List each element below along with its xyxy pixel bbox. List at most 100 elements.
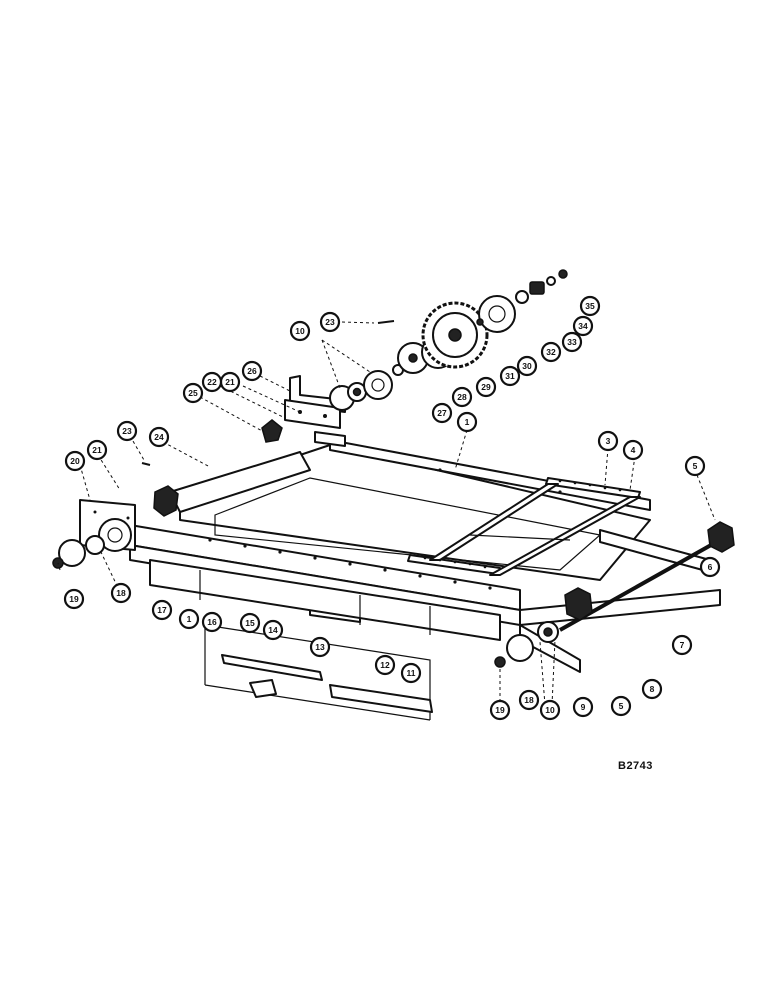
svg-text:19: 19 <box>69 594 79 604</box>
svg-text:10: 10 <box>295 326 305 336</box>
svg-text:18: 18 <box>116 588 126 598</box>
svg-text:35: 35 <box>585 301 595 311</box>
floor-plate-15 <box>221 654 323 681</box>
slat-conveyor <box>407 477 641 576</box>
sprocket-left <box>153 485 179 517</box>
figure-reference-code: B2743 <box>618 760 653 772</box>
rail-holes <box>208 538 492 590</box>
lower-skirt-16 <box>149 559 501 641</box>
floor-plate-long <box>329 684 433 713</box>
upper-drive-assembly <box>141 269 568 466</box>
svg-text:3: 3 <box>606 436 611 446</box>
slat-bolt-holes <box>423 479 622 569</box>
svg-text:29: 29 <box>481 382 491 392</box>
svg-text:18: 18 <box>524 695 534 705</box>
left-bearing-assembly <box>52 485 179 569</box>
svg-text:1: 1 <box>187 614 192 624</box>
sprocket-front-mid <box>564 587 593 621</box>
svg-text:26: 26 <box>247 366 257 376</box>
svg-text:14: 14 <box>268 625 278 635</box>
svg-text:17: 17 <box>157 605 167 615</box>
callout-14: 14 <box>262 619 284 641</box>
callout-27: 27 <box>431 402 453 424</box>
frame-top-panel <box>179 444 651 581</box>
svg-text:11: 11 <box>407 668 416 678</box>
svg-text:30: 30 <box>522 361 532 371</box>
callout-24: 24 <box>148 426 170 448</box>
spring-33 <box>529 281 545 295</box>
svg-text:7: 7 <box>680 640 685 650</box>
callout-26: 26 <box>241 360 263 382</box>
callout-21b: 21 <box>219 371 241 393</box>
svg-text:13: 13 <box>315 642 325 652</box>
flange-washer-left <box>58 539 86 567</box>
callout-10a: 10 <box>289 320 311 342</box>
bearing-flange-right <box>506 634 534 662</box>
svg-text:5: 5 <box>693 461 698 471</box>
callout-18a: 18 <box>110 582 132 604</box>
svg-text:34: 34 <box>578 321 588 331</box>
frame-inner-opening <box>214 477 602 571</box>
callout-22: 22 <box>201 371 223 393</box>
rear-rail-1 <box>329 439 651 511</box>
sprocket-front-right <box>707 521 735 553</box>
callout-21a: 21 <box>86 439 108 461</box>
cotter-pin-23-upper <box>377 320 395 324</box>
flange-18-left <box>98 518 132 552</box>
svg-text:25: 25 <box>188 388 198 398</box>
callout-35: 35 <box>579 295 601 317</box>
callout-18b: 18 <box>518 689 540 711</box>
callout-4: 4 <box>622 439 644 461</box>
callout-30: 30 <box>516 355 538 377</box>
callout-5a: 5 <box>684 455 706 477</box>
callout-13: 13 <box>309 636 331 658</box>
callout-20: 20 <box>64 450 86 472</box>
svg-text:6: 6 <box>708 562 713 572</box>
callout-28: 28 <box>451 386 473 408</box>
svg-text:20: 20 <box>70 456 80 466</box>
main-frame <box>129 439 721 673</box>
callout-8: 8 <box>641 678 663 700</box>
nut-35 <box>558 269 568 279</box>
svg-text:23: 23 <box>325 317 335 327</box>
callout-5b: 5 <box>610 695 632 717</box>
svg-text:15: 15 <box>245 618 255 628</box>
svg-text:21: 21 <box>225 377 235 387</box>
callout-3: 3 <box>597 430 619 452</box>
callout-1b: 1 <box>178 608 200 630</box>
callout-23a: 23 <box>319 311 341 333</box>
cotter-pin-23-left <box>141 462 151 466</box>
nut-19-right <box>494 656 506 668</box>
svg-text:33: 33 <box>567 337 577 347</box>
svg-text:23: 23 <box>122 426 132 436</box>
pin-31 <box>476 318 484 326</box>
svg-text:19: 19 <box>495 705 505 715</box>
svg-text:27: 27 <box>437 408 447 418</box>
callout-17: 17 <box>151 599 173 621</box>
callout-33: 33 <box>561 331 583 353</box>
front-shaft-assembly <box>494 521 735 668</box>
wear-shoe-14 <box>249 679 277 698</box>
mount-block-21 <box>284 399 341 429</box>
washer-34 <box>546 276 556 286</box>
washer-32 <box>515 290 529 304</box>
svg-text:32: 32 <box>546 347 556 357</box>
callout-34: 34 <box>572 315 594 337</box>
svg-text:8: 8 <box>650 684 655 694</box>
callout-23b: 23 <box>116 420 138 442</box>
conveyor-chain-right <box>489 496 641 576</box>
callout-12: 12 <box>374 654 396 676</box>
callout-15: 15 <box>239 612 261 634</box>
svg-text:5: 5 <box>619 701 624 711</box>
svg-text:24: 24 <box>154 432 164 442</box>
callout-29: 29 <box>475 376 497 398</box>
svg-text:4: 4 <box>631 445 636 455</box>
callout-6: 6 <box>699 556 721 578</box>
leader-lines <box>57 321 716 708</box>
guide-25 <box>261 419 283 443</box>
flange-upper <box>363 370 393 400</box>
svg-text:10: 10 <box>545 705 555 715</box>
callout-19a: 19 <box>63 588 85 610</box>
svg-text:22: 22 <box>207 377 217 387</box>
